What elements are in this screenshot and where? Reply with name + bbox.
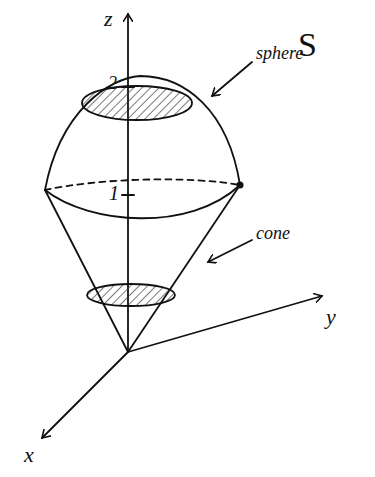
leader-line bbox=[212, 62, 252, 96]
equator-back bbox=[45, 179, 240, 190]
top-cap bbox=[82, 86, 192, 120]
cone-side bbox=[45, 190, 128, 352]
cone-side bbox=[128, 185, 240, 352]
leader-line bbox=[208, 240, 252, 262]
x-axis bbox=[42, 352, 128, 438]
tick-value: 1 bbox=[109, 183, 119, 203]
cone-section bbox=[87, 284, 175, 306]
part-name: sphere bbox=[256, 44, 303, 62]
tick bbox=[122, 86, 134, 88]
sphere-outline bbox=[45, 76, 240, 190]
axis-label: y bbox=[326, 306, 336, 328]
tick bbox=[122, 194, 134, 196]
tick-value: 2 bbox=[108, 74, 117, 92]
axis-label: x bbox=[24, 444, 34, 466]
equator-front bbox=[45, 185, 240, 218]
axis-label: z bbox=[104, 8, 113, 30]
point bbox=[237, 182, 244, 189]
part-name: cone bbox=[256, 224, 290, 242]
